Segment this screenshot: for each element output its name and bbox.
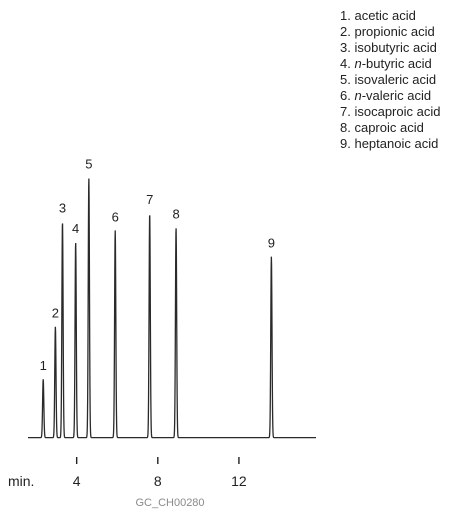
peak-label: 3 (59, 201, 66, 216)
peak-label: 6 (112, 209, 119, 224)
x-tick-label: 8 (154, 473, 162, 489)
peak-label: 1 (40, 358, 47, 373)
legend-item: 3. isobutyric acid (340, 40, 437, 55)
legend-item: 5. isovaleric acid (340, 72, 437, 87)
legend-item: 4. n-butyric acid (340, 56, 432, 71)
peak-label: 9 (268, 236, 275, 251)
legend-item: 2. propionic acid (340, 24, 435, 39)
x-axis-label: min. (8, 473, 34, 489)
chart-code-label: GC_CH00280 (135, 497, 205, 509)
x-tick-label: 4 (73, 473, 81, 489)
peak-label: 7 (146, 192, 153, 207)
legend-item: 1. acetic acid (340, 8, 416, 23)
peak-legend: 1. acetic acid 2. propionic acid 3. isob… (340, 8, 440, 152)
peak-label: 4 (72, 221, 79, 236)
legend-item: 9. heptanoic acid (340, 136, 439, 151)
legend-item: 6. n-valeric acid (340, 88, 432, 103)
peak-label: 5 (85, 157, 92, 172)
signal-trace (28, 178, 316, 439)
legend-item: 7. isocaproic acid (340, 104, 441, 119)
peak-label: 8 (172, 206, 179, 221)
x-tick-label: 12 (231, 473, 247, 489)
legend-item: 8. caproic acid (340, 120, 424, 135)
peak-label: 2 (52, 306, 59, 321)
